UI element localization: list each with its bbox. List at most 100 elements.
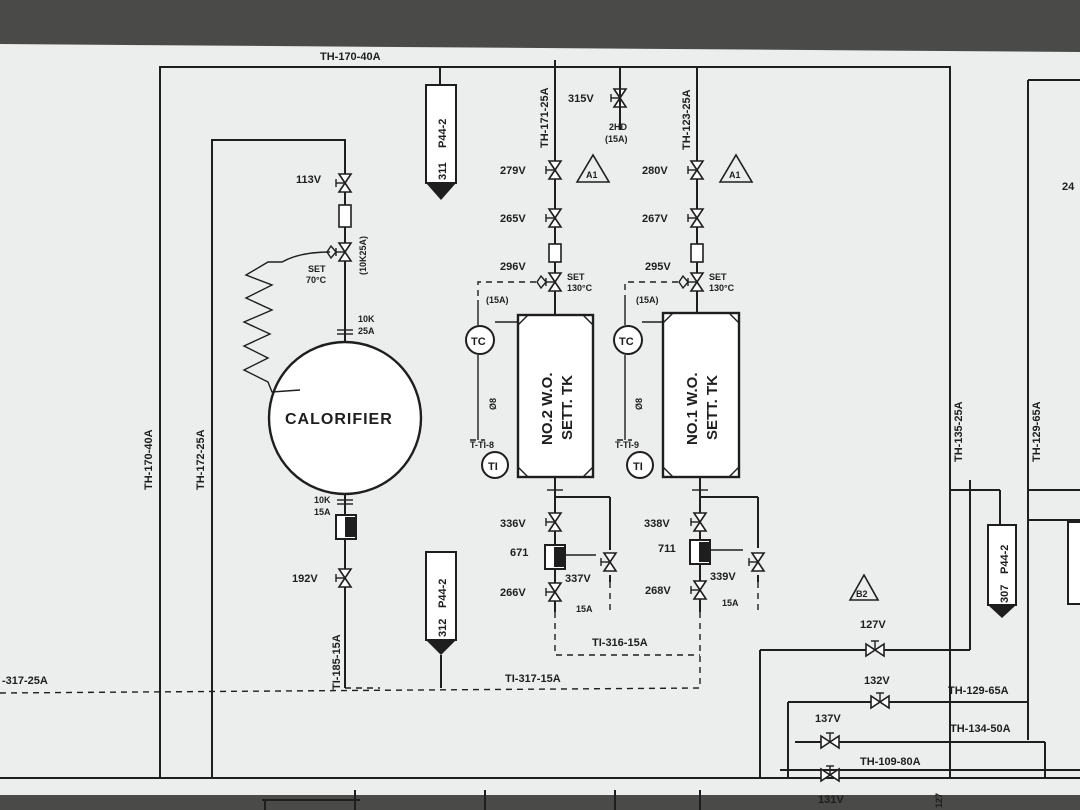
label-265v: 265V	[500, 213, 526, 225]
label-192v: 192V	[292, 573, 318, 585]
label-268v: 268V	[645, 585, 671, 597]
label-th-170-40a-left: TH-170-40A	[143, 429, 155, 490]
ti-instrument-2[interactable]: TI	[481, 451, 509, 479]
label-th-134-50a: TH-134-50A	[950, 723, 1011, 735]
svg-text:T-TI-8: T-TI-8	[470, 440, 494, 450]
valve-295v[interactable]	[678, 272, 704, 292]
svg-text:Ø8: Ø8	[634, 398, 644, 410]
label-132v: 132V	[864, 675, 890, 687]
label-131v: 131V	[818, 794, 844, 806]
label-127-vertical: 127	[934, 793, 944, 808]
tc-loop-1: (15A) Ø8 T-TI-9	[615, 281, 678, 450]
tank-no2-drain: 671 15A	[510, 477, 700, 656]
svg-text:Ø8: Ø8	[488, 398, 498, 410]
label-ti-317-25a: -317-25A	[2, 675, 48, 687]
tank-no2-label-2: SETT. TK	[559, 375, 576, 440]
label-ti-185-15a: TI-185-15A	[331, 634, 343, 690]
svg-text:711: 711	[658, 543, 676, 555]
label-127v: 127V	[860, 619, 886, 631]
label-th-172-25a: TH-172-25A	[195, 429, 207, 490]
label-th-135-25a: TH-135-25A	[953, 401, 965, 462]
label-279v: 279V	[500, 165, 526, 177]
pipe-th-172-25a: TH-172-25A	[195, 139, 346, 778]
label-137v: 137V	[815, 713, 841, 725]
label-266v: 266V	[500, 587, 526, 599]
svg-text:SET: SET	[567, 272, 585, 282]
svg-text:15A: 15A	[576, 604, 593, 614]
tc-loop-2: (15A) Ø8 T-TI-8	[470, 281, 536, 450]
label-th-129-65a-vertical: TH-129-65A	[1031, 401, 1043, 462]
label-336v: 336V	[500, 518, 526, 530]
svg-text:10K: 10K	[358, 314, 375, 324]
svg-text:TH-123-25A: TH-123-25A	[681, 89, 693, 150]
label-th-109-80a: TH-109-80A	[860, 756, 921, 768]
svg-text:TH-171-25A: TH-171-25A	[539, 87, 551, 148]
svg-text:TI: TI	[633, 461, 643, 473]
svg-text:SET: SET	[308, 264, 326, 274]
drain-stub-right	[1067, 521, 1080, 605]
svg-text:P44-2: P44-2	[999, 545, 1011, 574]
bottom-stubs	[262, 790, 701, 810]
tag-a1-left: A1	[575, 153, 611, 183]
tc-instrument-2[interactable]: TC	[465, 325, 495, 355]
heating-coil	[242, 251, 331, 393]
drain-lines: TI-316-15A TI-317-15A -317-25A	[0, 637, 701, 694]
svg-text:B2: B2	[856, 589, 868, 599]
tank-no1-label-2: SETT. TK	[704, 375, 721, 440]
svg-text:130°C: 130°C	[709, 283, 735, 293]
calorifier-vessel[interactable]: CALORIFIER	[267, 340, 423, 496]
label-th-129-65a: TH-129-65A	[948, 685, 1009, 697]
svg-text:TC: TC	[471, 336, 486, 348]
svg-text:70°C: 70°C	[306, 275, 327, 285]
label-267v: 267V	[642, 213, 668, 225]
label-24: 24	[1062, 181, 1075, 193]
label-315v: 315V	[568, 93, 594, 105]
svg-text:312: 312	[437, 619, 449, 637]
drain-tag-312: 312 P44-2	[425, 551, 457, 688]
label-296v: 296V	[500, 261, 526, 273]
svg-text:A1: A1	[729, 170, 741, 180]
svg-text:(10K25A): (10K25A)	[358, 236, 368, 275]
label-339v: 339V	[710, 571, 736, 583]
svg-text:(15A): (15A)	[486, 295, 509, 305]
svg-text:671: 671	[510, 547, 528, 559]
calorifier-label: CALORIFIER	[285, 411, 393, 428]
ti-instrument-1[interactable]: TI	[626, 451, 654, 479]
svg-text:T-TI-9: T-TI-9	[615, 440, 639, 450]
svg-text:25A: 25A	[358, 326, 375, 336]
tag-b2: B2	[848, 573, 880, 601]
svg-text:307: 307	[999, 585, 1011, 603]
svg-text:SET: SET	[709, 272, 727, 282]
label-337v: 337V	[565, 573, 591, 585]
svg-text:P44-2: P44-2	[437, 579, 449, 608]
svg-text:10K: 10K	[314, 495, 331, 505]
svg-text:A1: A1	[586, 170, 598, 180]
svg-text:TC: TC	[619, 336, 634, 348]
svg-text:(15A): (15A)	[636, 295, 659, 305]
calorifier-outlet: 10K 15A TI-185-15A	[314, 494, 357, 690]
svg-text:(15A): (15A)	[605, 134, 628, 144]
tank-no2-label-1: NO.2 W.O.	[539, 372, 556, 445]
label-280v: 280V	[642, 165, 668, 177]
svg-text:2HD: 2HD	[609, 122, 628, 132]
label-113v: 113V	[296, 174, 322, 186]
drain-tag-311: 311 P44-2	[425, 84, 457, 200]
label-th-170-40a-top: TH-170-40A	[320, 51, 381, 63]
tc-instrument-1[interactable]: TC	[613, 325, 643, 355]
label-295v: 295V	[645, 261, 671, 273]
drain-tag-307: 307 P44-2	[987, 524, 1017, 618]
svg-text:311: 311	[437, 162, 449, 180]
strainer-1	[690, 243, 704, 263]
tag-a1-right: A1	[718, 153, 754, 183]
tank-no1-label-1: NO.1 W.O.	[684, 372, 701, 445]
strainer-2	[548, 243, 562, 263]
label-338v: 338V	[644, 518, 670, 530]
svg-text:P44-2: P44-2	[437, 119, 449, 148]
label-ti-317-15a: TI-317-15A	[505, 673, 561, 685]
svg-text:TI: TI	[488, 461, 498, 473]
settling-tank-no2[interactable]: NO.2 W.O. SETT. TK	[516, 313, 595, 479]
svg-text:15A: 15A	[722, 598, 739, 608]
settling-tank-no1[interactable]: NO.1 W.O. SETT. TK	[661, 311, 741, 479]
valve-296v[interactable]	[536, 272, 562, 292]
